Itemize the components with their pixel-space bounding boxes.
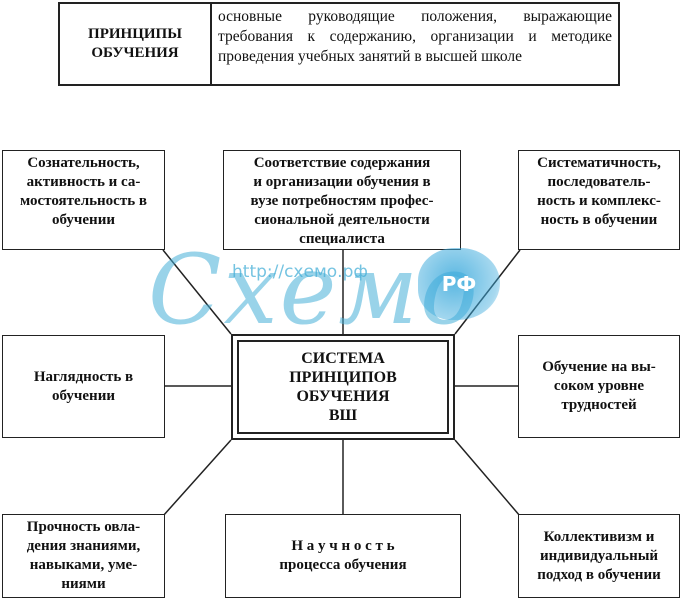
principle-mid-left: Наглядность в обучении [2, 335, 165, 438]
definition-term: ПРИНЦИПЫ ОБУЧЕНИЯ [60, 4, 212, 84]
watermark-url: http://схемо.рф [232, 262, 368, 282]
center-label: СИСТЕМА ПРИНЦИПОВ ОБУЧЕНИЯ ВШ [237, 340, 449, 434]
principle-mid-right: Обучение на вы- соком уровне трудностей [518, 335, 680, 438]
connector-top-left [162, 249, 232, 335]
definition-table: ПРИНЦИПЫ ОБУЧЕНИЯ основные руководящие п… [58, 2, 620, 86]
center-node: СИСТЕМА ПРИНЦИПОВ ОБУЧЕНИЯ ВШ [231, 334, 455, 440]
principle-bottom-center: Н а у ч н о с т ь процесса обучения [225, 514, 461, 598]
principle-top-right: Систематичность, последователь- ность и … [518, 150, 680, 250]
principle-bottom-right: Коллективизм и индивидуальный подход в о… [518, 514, 680, 598]
definition-text: основные руководящие положения, выражающ… [218, 8, 612, 65]
principle-top-center: Соответствие содержания и организации об… [223, 150, 461, 250]
watermark-badge: РФ [441, 272, 477, 296]
connector-bottom-left [162, 439, 232, 517]
watermark-splash-icon: РФ [418, 248, 500, 320]
connector-bottom-right [454, 439, 521, 517]
principle-bottom-left: Прочность овла- дения знаниями, навыками… [2, 514, 165, 598]
principle-top-left: Сознательность, активность и са- мостоят… [2, 150, 165, 250]
